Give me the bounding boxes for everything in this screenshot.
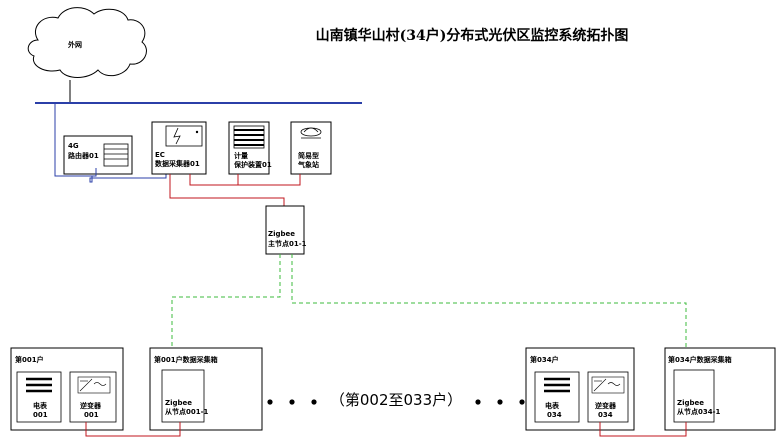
weather-line2: 气象站	[297, 160, 319, 169]
inverter-001-id: 001	[84, 411, 99, 419]
inverter-034-icon	[591, 376, 625, 394]
inverter-034-label: 逆变器	[595, 401, 617, 410]
ec-line1: EC	[155, 151, 165, 159]
box-001-label: 第001户数据采集箱	[154, 355, 218, 364]
zigbee-link-001	[171, 254, 281, 348]
meter-034-icon	[544, 377, 570, 393]
zigbee-main-line1: Zigbee	[268, 230, 295, 238]
router-line2: 路由器01	[68, 151, 99, 160]
rs485-ec-zigbee-link	[169, 174, 285, 206]
ec-network-link	[89, 174, 167, 183]
rs485-house-001-link	[85, 422, 181, 437]
ec-data-collector: EC 数据采集器01	[151, 121, 207, 175]
meter-icon	[233, 125, 265, 149]
inverter-001-icon	[77, 376, 111, 394]
meter-line1: 计量	[234, 151, 248, 160]
rs485-device-link	[189, 174, 301, 186]
house-001-label: 第001户	[15, 355, 44, 364]
weather-line1: 简易型	[298, 151, 319, 160]
rs485-house-034-link	[599, 422, 687, 437]
collection-box-034: 第034户数据采集箱 Zigbee 从节点034-1	[664, 347, 776, 431]
meter-line2: 保护装置01	[233, 160, 272, 169]
router-icon	[103, 143, 129, 167]
meter-001-label: 电表	[33, 401, 48, 410]
collection-box-001: 第001户数据采集箱 Zigbee 从节点001-1	[149, 347, 263, 431]
box-034-line2: 从节点034-1	[677, 407, 721, 416]
box-034-line1: Zigbee	[677, 399, 704, 407]
middle-range-text: （第002至033户）	[330, 391, 462, 409]
ec-icon	[165, 125, 203, 147]
house-001: 第001户 电表 001 逆变器 001	[10, 347, 124, 431]
router-network-link	[54, 103, 97, 177]
router-line1: 4G	[68, 142, 79, 150]
zigbee-main-line2: 主节点01-1	[268, 239, 307, 248]
cloud-label: 外网	[68, 40, 82, 49]
house-034-label: 第034户	[530, 355, 559, 364]
inverter-034-id: 034	[598, 411, 613, 419]
ec-line2: 数据采集器01	[155, 159, 200, 168]
router-4g: 4G 路由器01	[63, 135, 133, 175]
box-001-line1: Zigbee	[165, 399, 192, 407]
inverter-001-label: 逆变器	[80, 401, 102, 410]
internet-cloud: 外网	[27, 7, 147, 78]
diagram-title: 山南镇华山村(34户)分布式光伏区监控系统拓扑图	[316, 27, 629, 44]
omitted-households-indicator: （第002至033户）	[267, 391, 525, 409]
meter-034-id: 034	[547, 411, 562, 419]
zigbee-node-001	[161, 369, 205, 423]
box-001-line2: 从节点001-1	[165, 407, 209, 416]
house-034: 第034户 电表 034 逆变器 034	[525, 347, 635, 431]
meter-001	[16, 371, 62, 423]
meter-001-icon	[26, 377, 52, 393]
box-034-label: 第034户数据采集箱	[668, 355, 732, 364]
zigbee-main-node: Zigbee 主节点01-1	[265, 205, 307, 255]
zigbee-node-034	[673, 369, 715, 423]
meter-034-label: 电表	[545, 401, 560, 410]
weather-icon	[300, 127, 322, 139]
zigbee-link-034	[291, 254, 687, 348]
weather-station: 简易型 气象站	[290, 121, 332, 175]
meter-034	[534, 371, 580, 423]
meter-protection-device: 计量 保护装置01	[228, 121, 272, 175]
meter-001-id: 001	[33, 411, 48, 419]
